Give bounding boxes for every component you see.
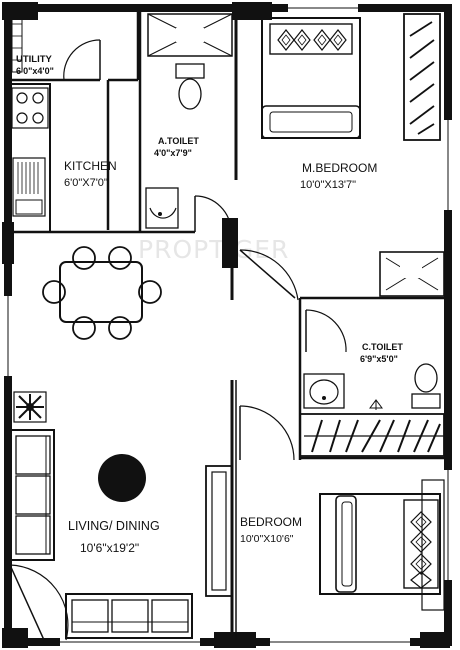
kitchen-counter xyxy=(9,83,51,233)
stove-icon xyxy=(11,87,49,129)
c-toilet-fixtures xyxy=(303,363,441,410)
label-living-size: 10'6"x19'2" xyxy=(80,541,139,555)
loft-shelf xyxy=(299,413,445,457)
plant-icon xyxy=(13,391,47,423)
utility-room xyxy=(11,11,23,73)
windows xyxy=(4,4,452,646)
sink-icon xyxy=(12,157,46,217)
bedroom-wardrobe xyxy=(205,465,233,597)
doors xyxy=(9,39,347,641)
outer-walls xyxy=(2,2,452,648)
labels: UTILITY 6'0"x4'0" KITCHEN 6'0"X7'0" A.TO… xyxy=(16,54,403,555)
master-bed xyxy=(261,17,361,139)
sofa-side xyxy=(9,429,55,561)
label-utility-size: 6'0"x4'0" xyxy=(16,66,54,76)
label-c-toilet-name: C.TOILET xyxy=(362,342,403,352)
master-side-table xyxy=(379,251,445,297)
label-c-toilet-size: 6'9"x5'0" xyxy=(360,354,398,364)
toilet-icon xyxy=(414,363,438,393)
washbasin-icon xyxy=(303,373,345,409)
label-living-name: LIVING/ DINING xyxy=(68,519,160,533)
label-bedroom-name: BEDROOM xyxy=(240,515,302,529)
label-utility-name: UTILITY xyxy=(16,54,53,65)
round-table-icon xyxy=(98,454,146,502)
label-m-bedroom-name: M.BEDROOM xyxy=(302,161,377,175)
toilet-icon xyxy=(175,63,205,79)
sofa-bottom xyxy=(65,593,193,639)
label-kitchen-name: KITCHEN xyxy=(64,159,117,173)
label-a-toilet-size: 4'0"x7'9" xyxy=(154,148,192,158)
dining-set xyxy=(42,246,162,340)
bedroom-bed xyxy=(319,479,445,611)
label-bedroom-size: 10'0"X10'6" xyxy=(240,533,294,545)
watermark: PROPTIGER xyxy=(138,235,289,264)
a-toilet-fixtures xyxy=(145,13,233,229)
label-kitchen-size: 6'0"X7'0" xyxy=(64,177,108,189)
label-m-bedroom-size: 10'0"X13'7" xyxy=(300,179,356,191)
label-a-toilet-name: A.TOILET xyxy=(158,136,199,146)
master-wardrobe xyxy=(403,13,441,141)
internal-walls xyxy=(8,12,444,640)
washbasin-icon xyxy=(145,187,179,229)
